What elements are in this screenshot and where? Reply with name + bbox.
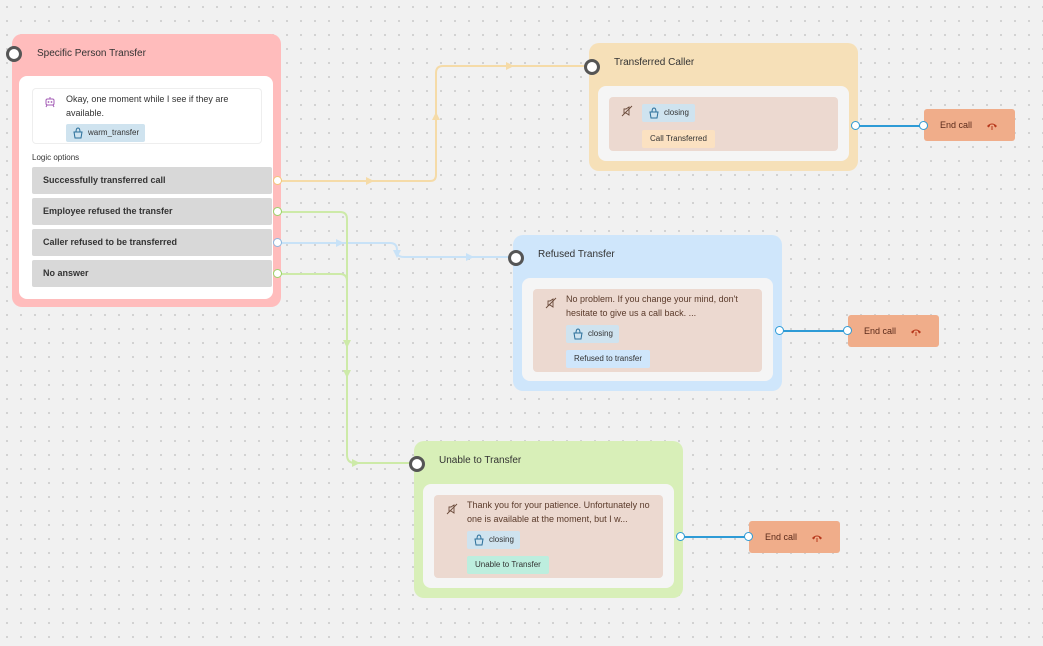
- tag-label: closing: [664, 108, 689, 117]
- edge-arrow: [466, 253, 474, 261]
- message-text: No problem. If you change your mind, don…: [566, 294, 738, 318]
- end-call-node-2[interactable]: End call: [848, 315, 939, 347]
- edge-arrow: [393, 250, 401, 258]
- node-refused-transfer[interactable]: Refused Transfer No problem. If you chan…: [513, 235, 782, 391]
- input-handle-specific[interactable]: [6, 46, 22, 62]
- end-call-input-handle-2[interactable]: [843, 326, 852, 335]
- end-call-input-handle-1[interactable]: [919, 121, 928, 130]
- output-handle-transferred[interactable]: [851, 121, 860, 130]
- node-body: Thank you for your patience. Unfortunate…: [423, 484, 674, 588]
- node-body: No problem. If you change your mind, don…: [522, 278, 773, 381]
- node-title: Unable to Transfer: [439, 455, 522, 466]
- edge-success-to-transferred: [281, 65, 590, 182]
- tag-closing[interactable]: closing: [467, 531, 520, 549]
- edge-caller-refused-to-refused: [281, 242, 515, 258]
- phone-hangup-icon: [987, 123, 997, 130]
- edge-arrow: [343, 340, 351, 348]
- logic-options-label: Logic options: [32, 153, 80, 162]
- option-caller-refused[interactable]: Caller refused to be transferred: [32, 229, 272, 256]
- robot-icon: [45, 97, 55, 108]
- end-call-label: End call: [940, 120, 973, 130]
- edge-arrow: [352, 459, 360, 467]
- option-label: Employee refused the transfer: [43, 206, 173, 216]
- node-body: closing Call Transferred: [598, 86, 849, 161]
- option-label: No answer: [43, 268, 89, 278]
- node-title: Specific Person Transfer: [37, 48, 146, 59]
- tag-warm-transfer[interactable]: warm_transfer: [66, 124, 146, 142]
- edge-no-answer-to-unable: [281, 273, 348, 455]
- end-call-node-1[interactable]: End call: [924, 109, 1015, 141]
- tag-label: closing: [588, 329, 613, 338]
- basket-icon: [573, 328, 583, 340]
- option-handle-no-answer[interactable]: [273, 269, 282, 278]
- option-no-answer[interactable]: No answer: [32, 260, 272, 287]
- edge-arrow: [432, 112, 440, 120]
- option-label: Successfully transferred call: [43, 175, 166, 185]
- option-label: Caller refused to be transferred: [43, 237, 178, 247]
- input-handle-refused[interactable]: [508, 250, 524, 266]
- mute-icon: [446, 503, 458, 515]
- node-transferred-caller[interactable]: Transferred Caller closing Call Transfer…: [589, 43, 858, 171]
- message-text: Thank you for your patience. Unfortunate…: [467, 500, 650, 524]
- message-card[interactable]: No problem. If you change your mind, don…: [533, 289, 762, 372]
- label-refused-to-transfer: Refused to transfer: [566, 350, 651, 368]
- edge-arrow: [366, 177, 374, 185]
- node-title: Refused Transfer: [538, 249, 615, 260]
- label-unable-to-transfer: Unable to Transfer: [467, 556, 549, 574]
- output-handle-unable[interactable]: [676, 532, 685, 541]
- message-text: Okay, one moment while I see if they are…: [66, 94, 229, 118]
- tag-label: warm_transfer: [88, 128, 140, 137]
- phone-hangup-icon: [911, 329, 921, 336]
- label-call-transferred: Call Transferred: [642, 130, 715, 148]
- node-specific-person-transfer[interactable]: Specific Person Transfer Okay, one momen…: [12, 34, 282, 307]
- output-handle-refused[interactable]: [775, 326, 784, 335]
- input-handle-transferred[interactable]: [584, 59, 600, 75]
- node-unable-to-transfer[interactable]: Unable to Transfer Thank you for your pa…: [414, 441, 683, 598]
- mute-icon: [545, 297, 557, 309]
- tag-closing[interactable]: closing: [566, 325, 619, 343]
- option-handle-caller-refused[interactable]: [273, 238, 282, 247]
- message-card[interactable]: closing Call Transferred: [609, 97, 838, 151]
- basket-icon: [474, 534, 484, 546]
- option-employee-refused[interactable]: Employee refused the transfer: [32, 198, 272, 225]
- mute-icon: [621, 105, 633, 117]
- end-call-node-3[interactable]: End call: [749, 521, 840, 553]
- tag-closing[interactable]: closing: [642, 104, 695, 122]
- input-handle-unable[interactable]: [409, 456, 425, 472]
- basket-icon: [649, 107, 659, 119]
- edge-arrow: [506, 62, 514, 70]
- edge-arrow: [336, 239, 344, 247]
- end-call-label: End call: [864, 326, 897, 336]
- message-card[interactable]: Okay, one moment while I see if they are…: [32, 88, 262, 144]
- option-successfully-transferred[interactable]: Successfully transferred call: [32, 167, 272, 194]
- end-call-input-handle-3[interactable]: [744, 532, 753, 541]
- node-title: Transferred Caller: [614, 57, 695, 68]
- option-handle-employee-refused[interactable]: [273, 207, 282, 216]
- basket-icon: [73, 127, 83, 139]
- phone-hangup-icon: [812, 535, 822, 542]
- tag-label: closing: [489, 535, 514, 544]
- edge-arrow: [343, 370, 351, 378]
- end-call-label: End call: [765, 532, 798, 542]
- edge-employee-refused-to-unable: [281, 211, 415, 464]
- message-card[interactable]: Thank you for your patience. Unfortunate…: [434, 495, 663, 578]
- option-handle-success[interactable]: [273, 176, 282, 185]
